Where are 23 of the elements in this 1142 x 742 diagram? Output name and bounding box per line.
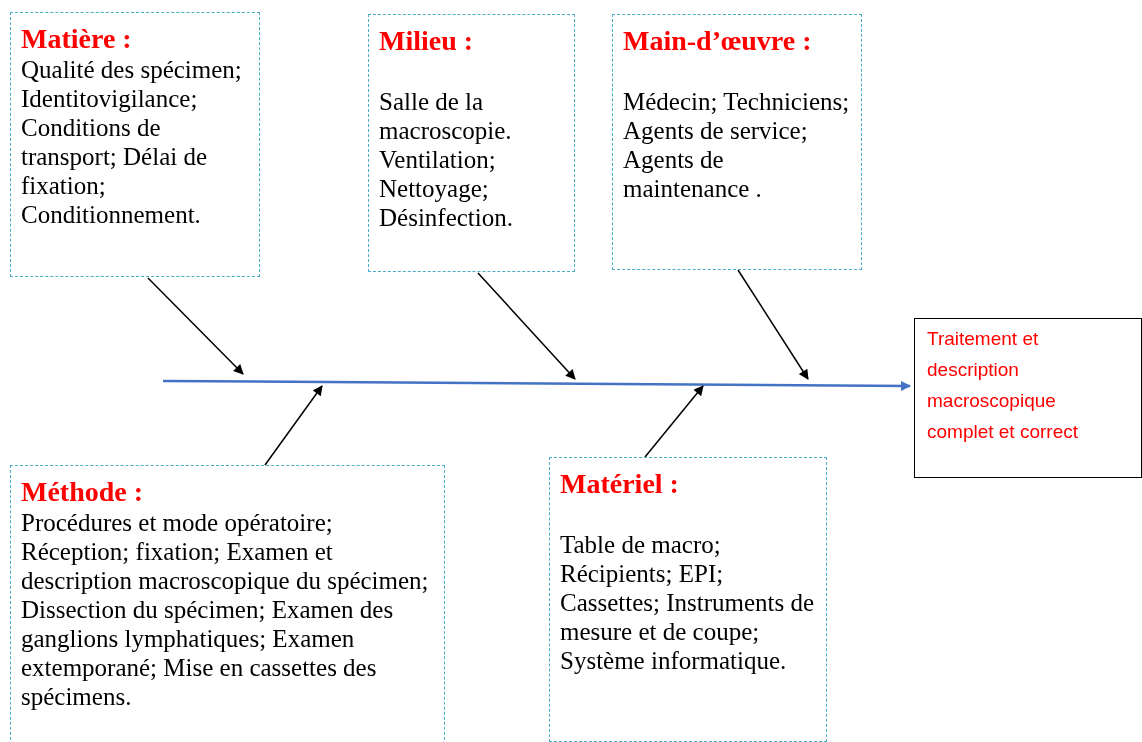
- cause-box: [10, 465, 445, 742]
- spine-arrow: [163, 379, 911, 391]
- cause-box: [612, 14, 862, 270]
- cause-list: Table de macro; Récipients; EPI; Cassettes; Instruments de mesure et de coupe; Système informatique.: [560, 530, 820, 675]
- category-heading: Matière :: [21, 23, 133, 55]
- cause-list: Qualité des spécimen; Identitovigilance; Conditions de transport; Délai de fixation; Conditionnement.: [21, 55, 253, 229]
- branch-arrow: [264, 385, 323, 466]
- branch-arrow: [477, 272, 576, 380]
- branch-arrow: [644, 385, 704, 458]
- branch-arrow: [737, 269, 809, 380]
- cause-list: Médecin; Techniciens; Agents de service; Agents de maintenance .: [623, 87, 855, 203]
- cause-box: [10, 12, 260, 277]
- effect-text: Traitement et description macroscopique complet et correct: [927, 327, 1079, 444]
- cause-box: [368, 14, 575, 272]
- branch-arrow: [147, 277, 244, 375]
- category-heading: Milieu :: [379, 25, 475, 57]
- cause-list: Salle de la macroscopie. Ventilation; Nettoyage; Désinfection.: [379, 87, 568, 232]
- cause-list: Procédures et mode opératoire; Réception; fixation; Examen et description macroscopique du spécimen; Dissection du spécimen; Examen des ganglions lymphatiques; Examen extemporané; Mise en cassettes des spécimens.: [21, 508, 438, 711]
- category-heading: Main-d’œuvre :: [623, 25, 813, 57]
- cause-box: [549, 457, 827, 742]
- effect-box: [914, 318, 1142, 478]
- category-heading: Méthode :: [21, 476, 145, 508]
- category-heading: Matériel :: [560, 468, 680, 500]
